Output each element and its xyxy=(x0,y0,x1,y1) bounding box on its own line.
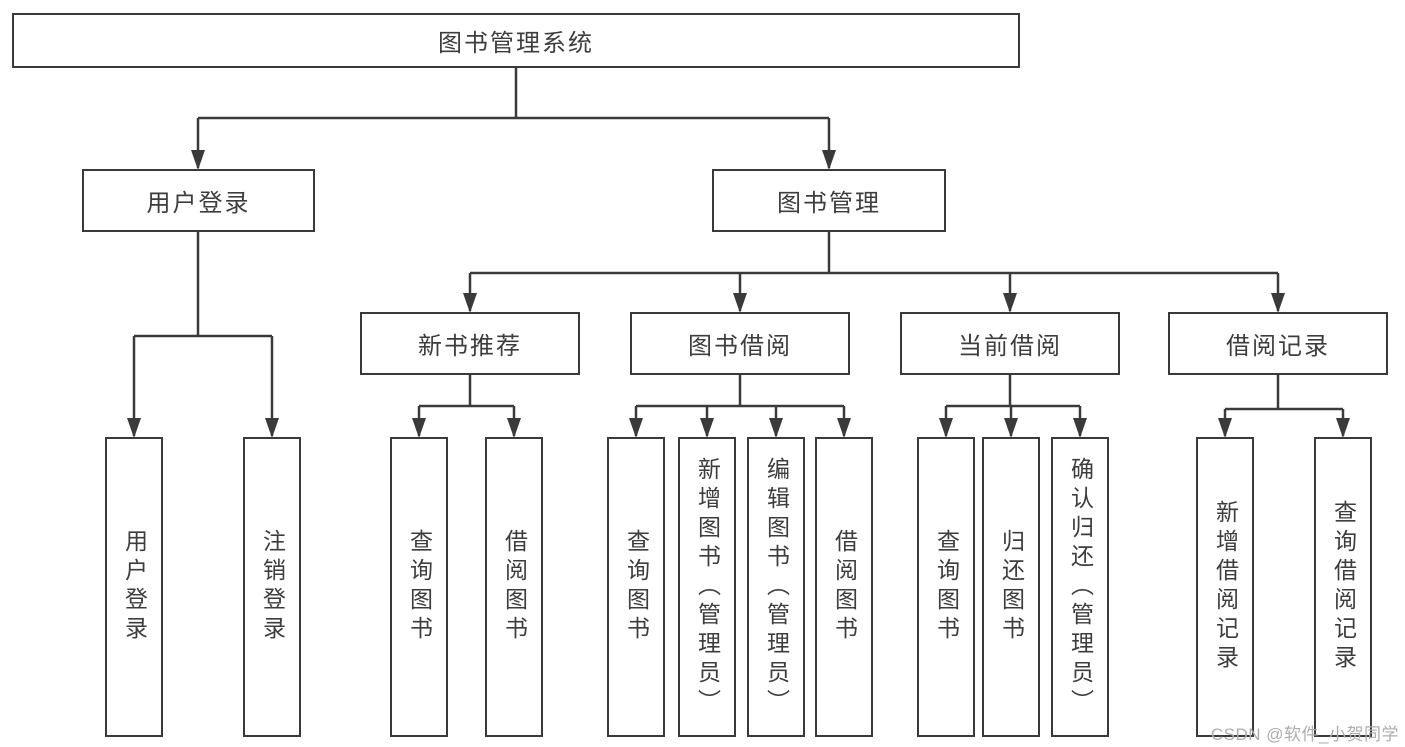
leaf-query-books-borrowing: 查询图书 xyxy=(607,437,665,737)
leaf-confirm-return-admin: 确认归还（管理员） xyxy=(1051,437,1109,737)
node-label: 新书推荐 xyxy=(418,333,522,360)
leaf-query-books-current: 查询图书 xyxy=(917,437,975,737)
node-borrowing-records: 借阅记录 xyxy=(1168,312,1388,375)
leaf-label: 新增借阅记录 xyxy=(1212,500,1239,674)
leaf-label: 查询图书 xyxy=(406,529,433,645)
node-label: 用户登录 xyxy=(146,190,251,217)
leaf-borrow-books: 借阅图书 xyxy=(815,437,873,737)
leaf-return-books: 归还图书 xyxy=(982,437,1040,737)
node-label: 当前借阅 xyxy=(958,333,1062,360)
leaf-label: 查询借阅记录 xyxy=(1330,500,1357,674)
leaf-label: 确认归还（管理员） xyxy=(1067,456,1094,718)
watermark-text: CSDN @软件_小贺同学 xyxy=(1210,725,1399,744)
node-label: 图书管理系统 xyxy=(438,30,594,57)
node-label: 图书借阅 xyxy=(688,333,792,360)
leaf-add-books-admin: 新增图书（管理员） xyxy=(678,437,736,737)
node-user-login: 用户登录 xyxy=(82,169,315,232)
leaf-query-borrow-record: 查询借阅记录 xyxy=(1314,437,1372,737)
leaf-label: 注销登录 xyxy=(259,529,286,645)
leaf-edit-books-admin: 编辑图书（管理员） xyxy=(747,437,805,737)
leaf-user-login: 用户登录 xyxy=(105,437,163,737)
node-label: 图书管理 xyxy=(777,190,881,217)
leaf-label: 新增图书（管理员） xyxy=(694,456,721,718)
leaf-label: 编辑图书（管理员） xyxy=(763,456,790,718)
leaf-logout: 注销登录 xyxy=(243,437,301,737)
leaf-borrow-books-recommend: 借阅图书 xyxy=(485,437,543,737)
leaf-query-books-recommend: 查询图书 xyxy=(390,437,448,737)
leaf-label: 查询图书 xyxy=(623,529,650,645)
leaf-add-borrow-record: 新增借阅记录 xyxy=(1196,437,1254,737)
node-book-management: 图书管理 xyxy=(712,169,946,232)
leaf-label: 借阅图书 xyxy=(501,529,528,645)
node-current-borrowing: 当前借阅 xyxy=(900,312,1120,375)
node-new-book-recommendation: 新书推荐 xyxy=(360,312,580,375)
leaf-label: 用户登录 xyxy=(121,529,148,645)
leaf-label: 借阅图书 xyxy=(831,529,858,645)
node-library-management-system: 图书管理系统 xyxy=(12,13,1020,68)
node-book-borrowing: 图书借阅 xyxy=(630,312,850,375)
leaf-label: 查询图书 xyxy=(933,529,960,645)
node-label: 借阅记录 xyxy=(1226,333,1330,360)
leaf-label: 归还图书 xyxy=(998,529,1025,645)
